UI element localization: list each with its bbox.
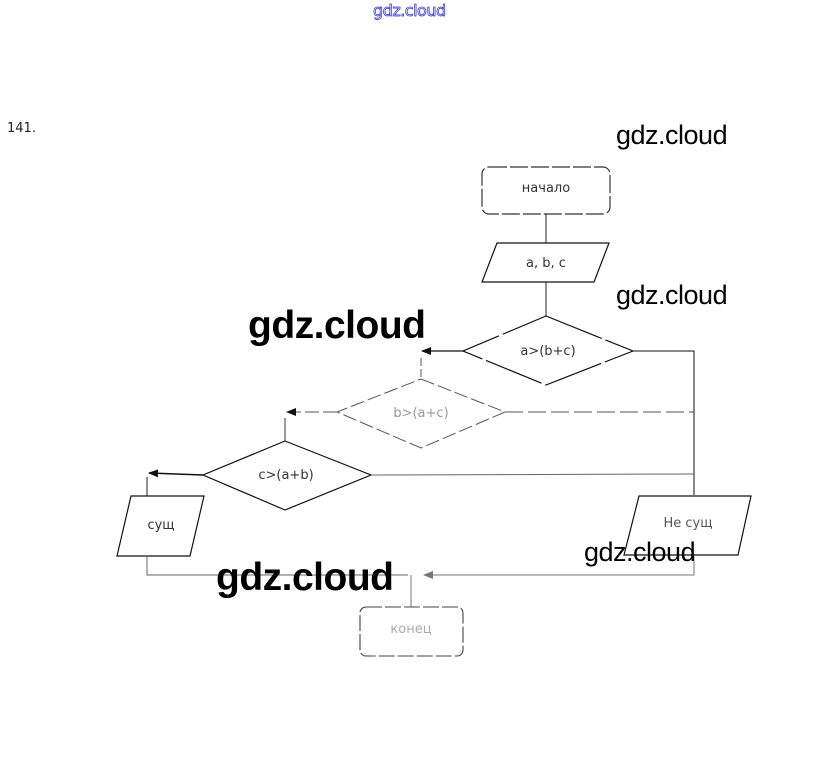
condition-3-diamond: c>(a+b) xyxy=(201,440,373,511)
connector-cond1-no xyxy=(633,350,695,495)
site-link[interactable]: gdz.cloud xyxy=(373,1,447,21)
condition-1-label: a>(b+c) xyxy=(520,344,575,359)
watermark: gdz.cloud xyxy=(248,304,426,347)
start-terminal: начало xyxy=(481,166,611,215)
connector-exists-to-end xyxy=(146,556,408,576)
condition-1-diamond: a>(b+c) xyxy=(461,315,635,386)
input-block: a, b, c xyxy=(481,242,610,283)
problem-number: 141. xyxy=(7,121,36,136)
watermark: gdz.cloud xyxy=(616,120,728,150)
output-exists-label: сущ xyxy=(147,518,174,533)
end-label: конец xyxy=(390,622,431,637)
watermark: gdz.cloud xyxy=(216,556,394,599)
connector-not-exists-to-end xyxy=(423,555,695,579)
watermark: gdz.cloud xyxy=(584,537,696,567)
watermark: gdz.cloud xyxy=(616,280,728,310)
output-not-exists-label: Не сущ xyxy=(664,516,713,531)
connector-cond3-yes xyxy=(148,469,204,478)
end-terminal: конец xyxy=(359,606,464,657)
condition-3-label: c>(a+b) xyxy=(258,468,313,483)
connector-cond3-no xyxy=(370,473,695,476)
input-label: a, b, c xyxy=(526,256,566,271)
condition-2-diamond: b>(a+c) xyxy=(335,378,507,449)
condition-2-label: b>(a+c) xyxy=(393,406,448,421)
output-not-exists-block: Не сущ xyxy=(623,495,752,556)
start-label: начало xyxy=(522,181,570,196)
output-exists-block: сущ xyxy=(116,495,205,557)
